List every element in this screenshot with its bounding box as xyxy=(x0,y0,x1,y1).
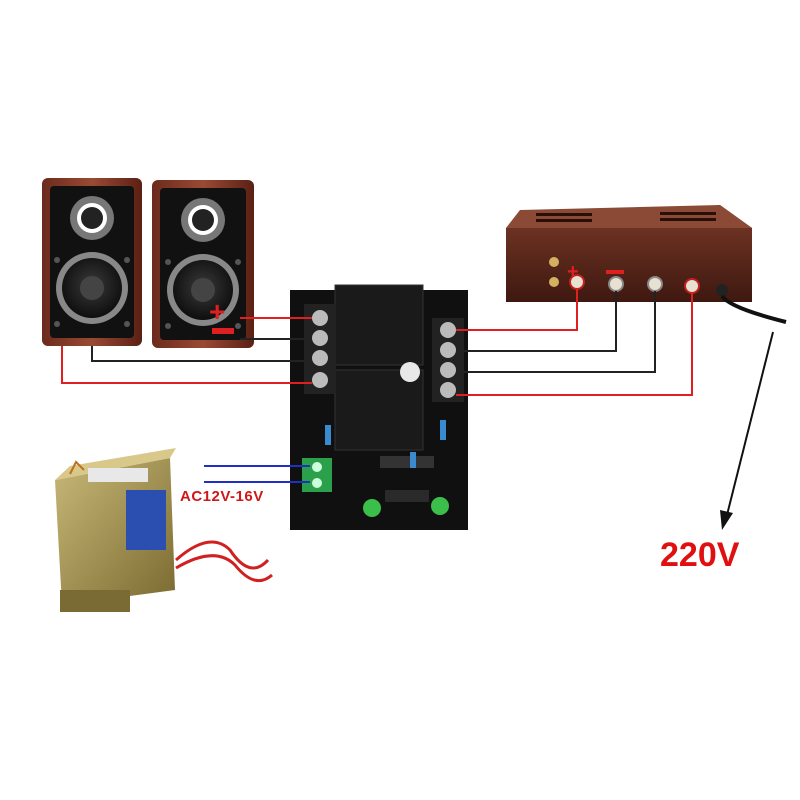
transformer-voltage-label: AC12V-16V xyxy=(180,488,264,505)
mains-arrow xyxy=(720,331,774,530)
protection-board xyxy=(290,284,468,530)
ac-wires xyxy=(204,465,310,483)
power-cord xyxy=(720,294,787,324)
speaker-wires xyxy=(61,317,312,384)
mains-voltage-label: 220V xyxy=(660,536,740,574)
amplifier-positive-label: + xyxy=(567,261,579,283)
amplifier-wires xyxy=(456,289,693,396)
speaker-positive-label: + xyxy=(209,296,226,327)
terminal-block-right xyxy=(432,318,464,402)
amplifier-negative-label xyxy=(606,270,624,274)
speaker-right xyxy=(152,180,254,348)
speaker-left xyxy=(42,178,142,346)
speaker-negative-label xyxy=(212,328,234,334)
amplifier xyxy=(506,205,752,302)
transformer xyxy=(55,448,273,612)
